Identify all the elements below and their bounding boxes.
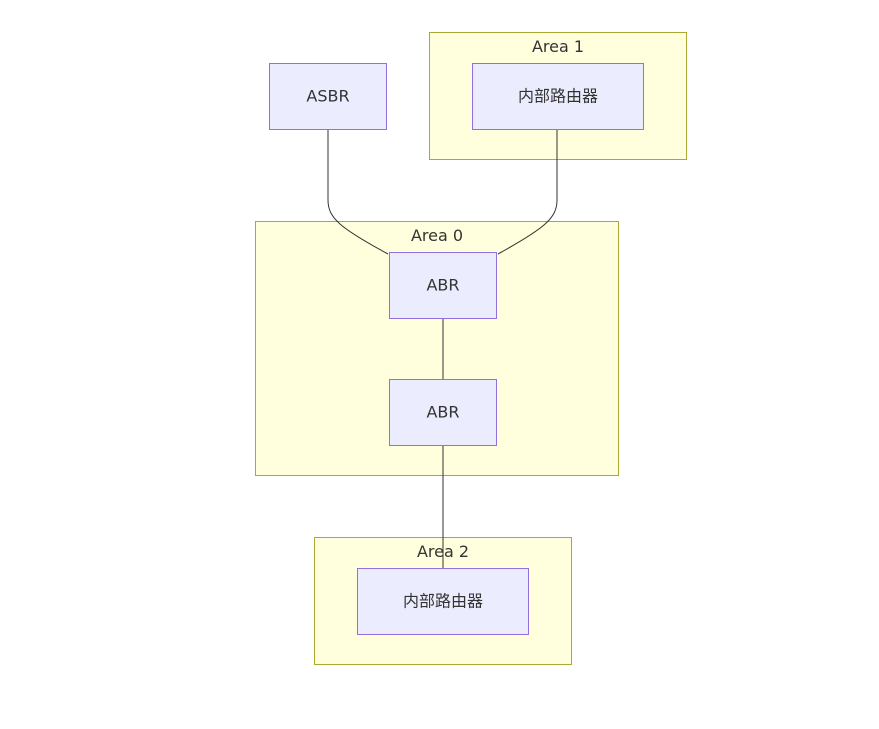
- node-abr-upper-box: [389, 252, 497, 319]
- edge-area1-internal-to-abr: [497, 129, 558, 255]
- node-area2-internal-router-box: [357, 568, 529, 635]
- node-abr-lower-box: [389, 379, 497, 446]
- node-area2-internal-router[interactable]: 内部路由器: [357, 568, 529, 635]
- cluster-area-1-label: Area 1: [532, 37, 584, 56]
- node-abr-lower[interactable]: ABR: [389, 379, 497, 446]
- node-area1-internal-router-box: [472, 63, 644, 130]
- node-abr-upper[interactable]: ABR: [389, 252, 497, 319]
- node-area2-internal-router-label: 内部路由器: [403, 592, 483, 611]
- node-area1-internal-router-label: 内部路由器: [518, 87, 598, 106]
- edges: [327, 129, 558, 568]
- node-asbr-label: ASBR: [306, 87, 349, 106]
- node-area1-internal-router[interactable]: 内部路由器: [472, 63, 644, 130]
- node-abr-upper-label: ABR: [426, 276, 459, 295]
- node-asbr-box: [269, 63, 387, 130]
- node-abr-lower-label: ABR: [426, 403, 459, 422]
- node-asbr[interactable]: ASBR: [269, 63, 387, 130]
- cluster-area-0-label: Area 0: [411, 226, 463, 245]
- edge-asbr-to-abr: [327, 129, 389, 255]
